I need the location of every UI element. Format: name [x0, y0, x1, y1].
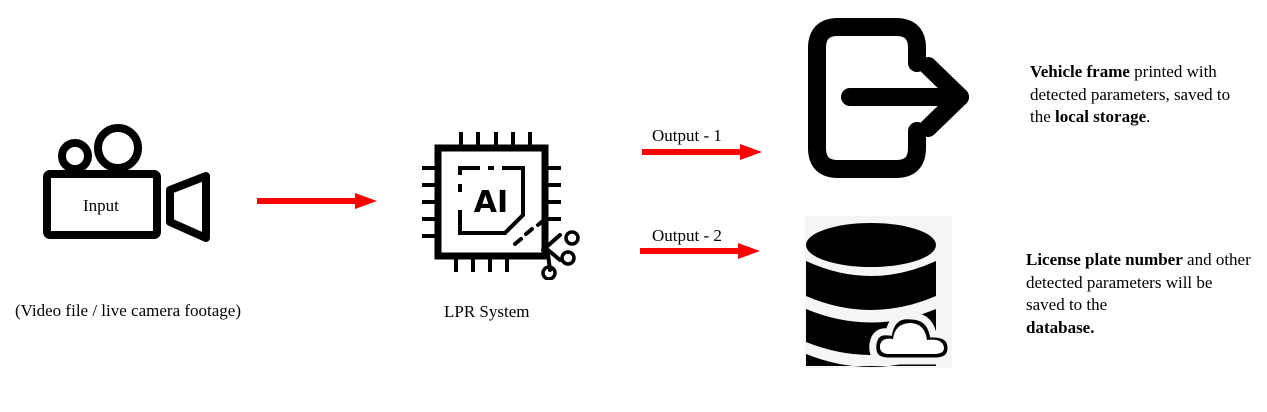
output-1-label: Output - 1 — [652, 126, 722, 145]
export-arrow-icon — [800, 18, 980, 178]
desc-1-text-2: . — [1146, 107, 1151, 126]
output-1-description: Vehicle frame printed with detected para… — [1030, 61, 1255, 129]
chip-text: AI — [474, 185, 508, 220]
desc-1-bold-2: local storage — [1055, 107, 1147, 126]
output-2-label: Output - 2 — [652, 226, 722, 245]
output-2-description: License plate number and other detected … — [1026, 249, 1251, 339]
arrow-output-1 — [640, 143, 765, 161]
arrow-output-2 — [638, 242, 763, 260]
input-caption: (Video file / live camera footage) — [15, 301, 242, 320]
input-label: Input — [83, 196, 119, 215]
desc-1-text-1: printed with detected parameters, saved … — [1030, 62, 1231, 126]
desc-1-bold-1: Vehicle frame — [1030, 62, 1130, 81]
ai-chip-icon: AI — [420, 130, 585, 280]
system-caption: LPR System — [444, 302, 530, 321]
desc-2-bold-2: database. — [1026, 317, 1095, 337]
desc-2-text-1: and other detected parameters will be sa… — [1026, 250, 1251, 314]
desc-2-bold-1: License plate number — [1026, 250, 1183, 269]
database-cloud-icon — [805, 216, 952, 368]
video-camera-icon — [40, 118, 215, 243]
arrow-input-to-system — [255, 192, 380, 210]
